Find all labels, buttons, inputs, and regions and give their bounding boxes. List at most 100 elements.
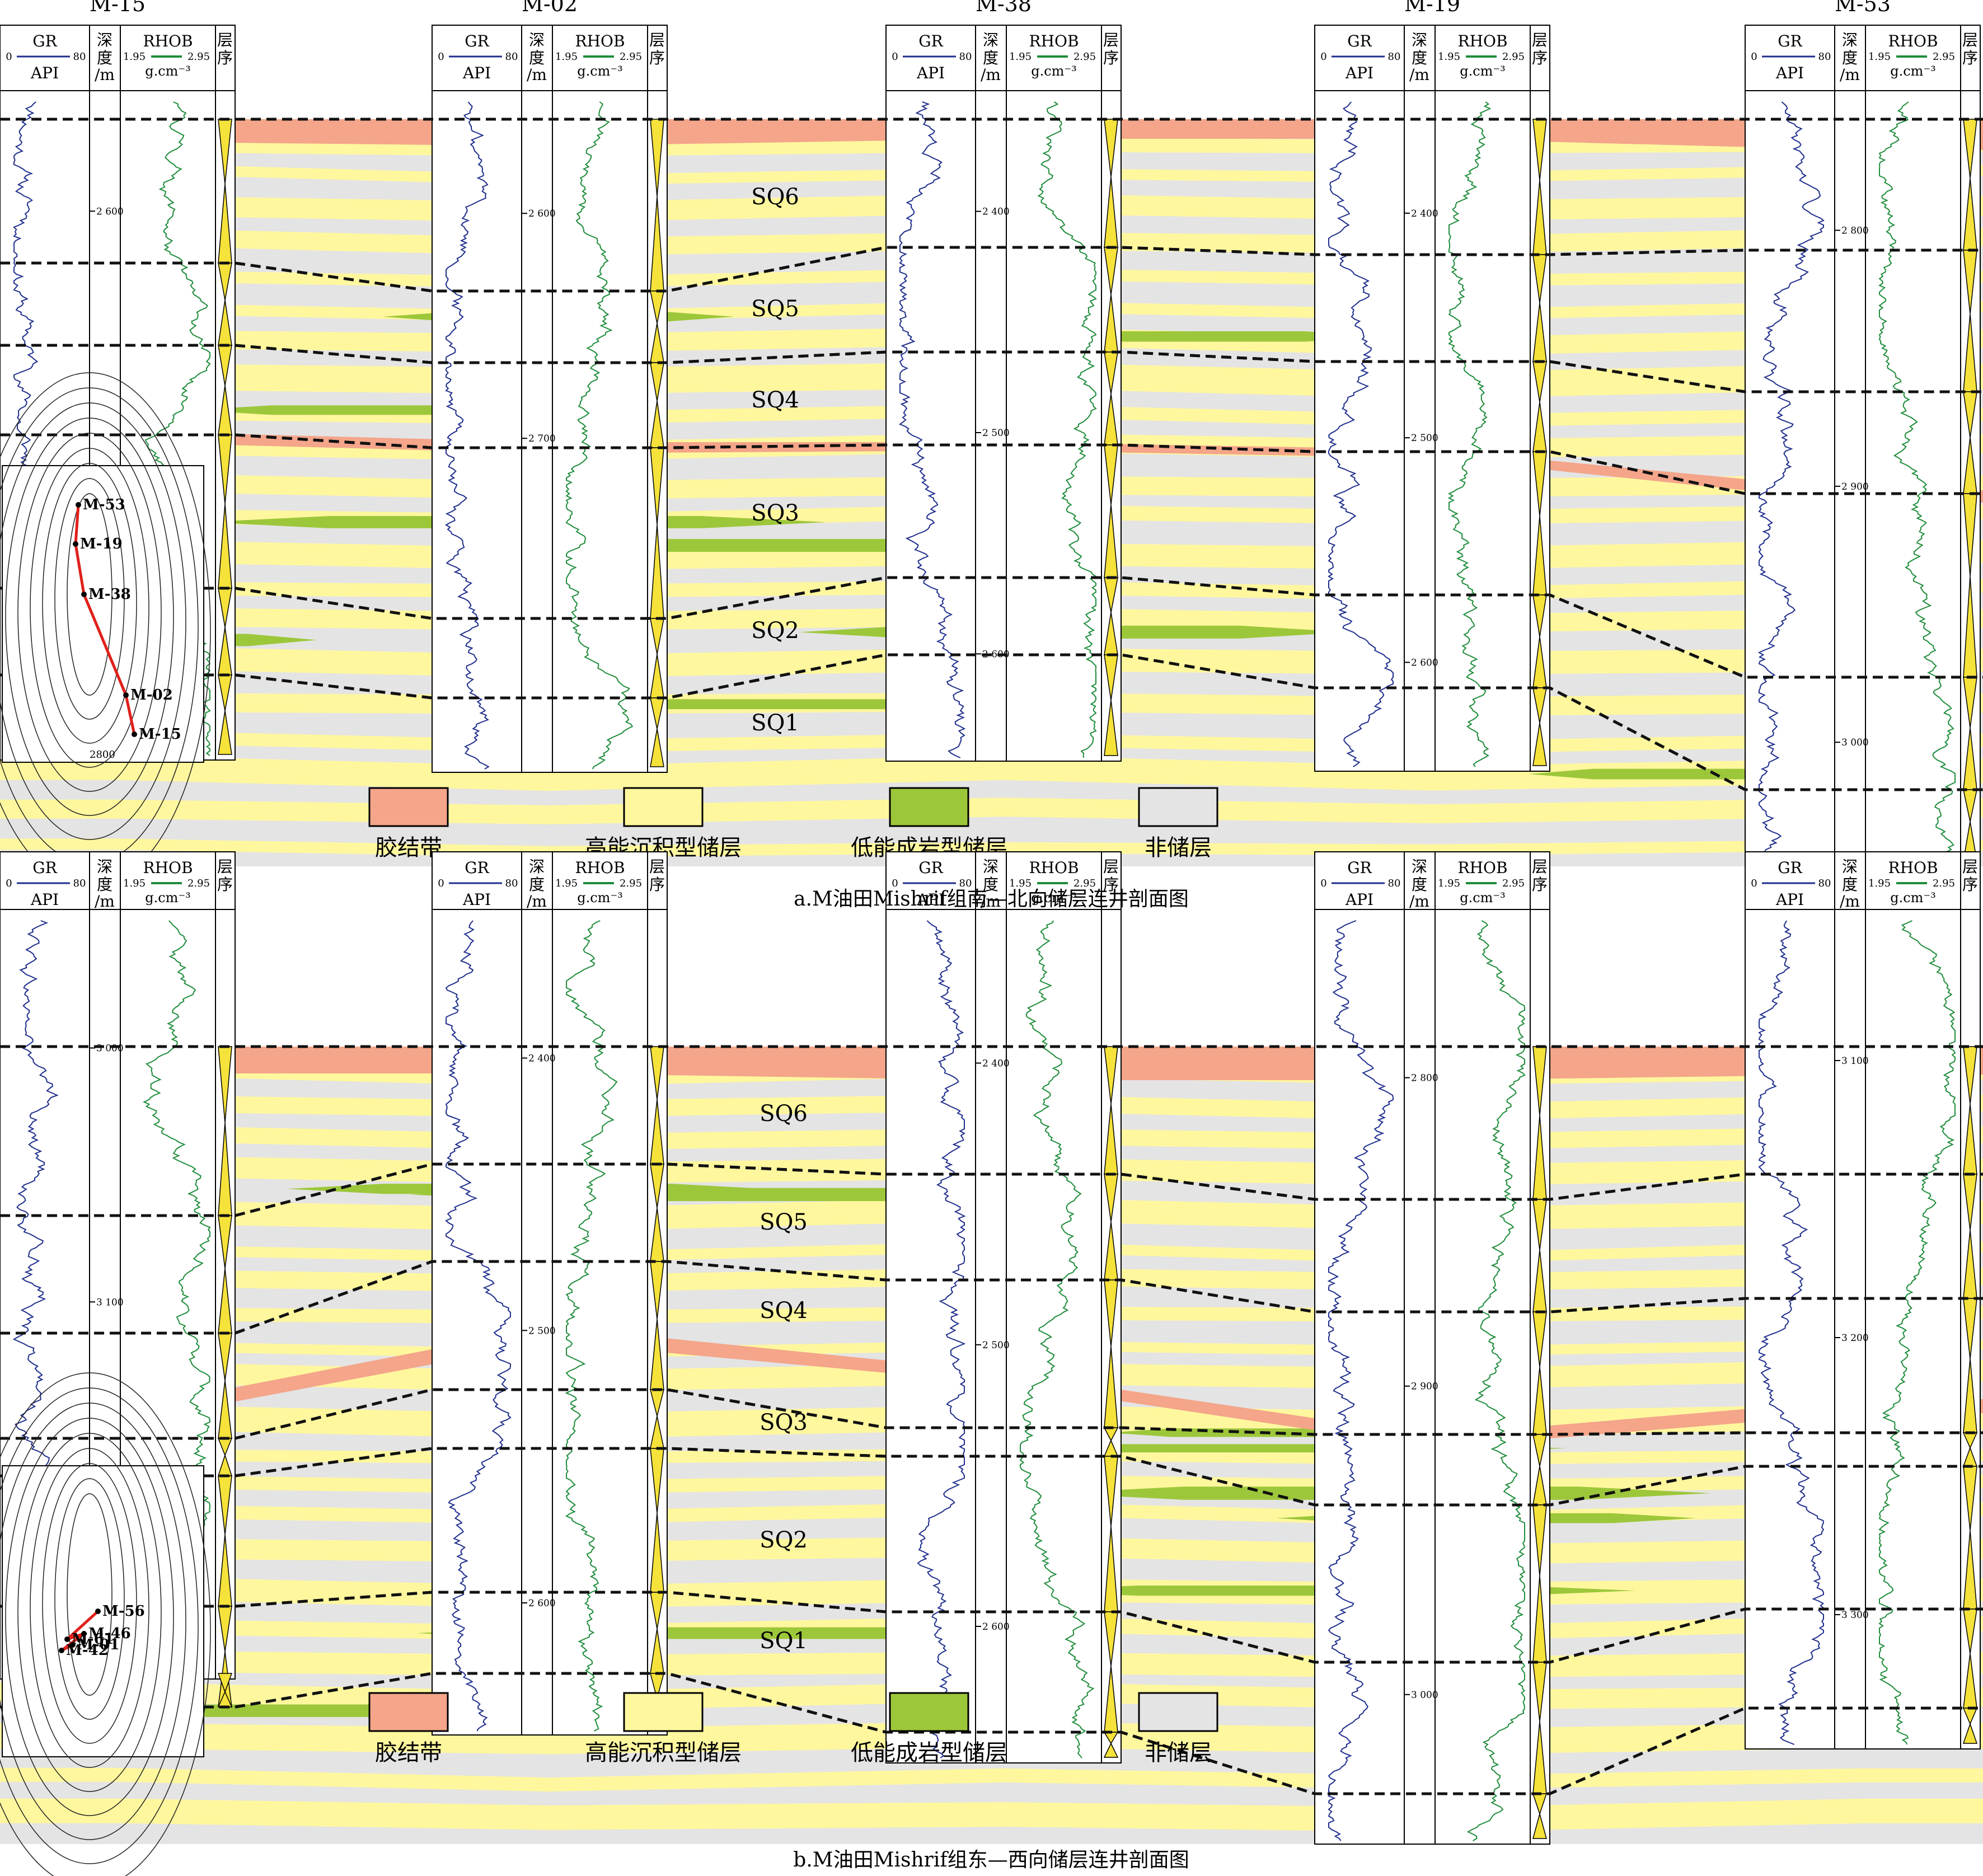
track-header xyxy=(1314,851,1550,910)
sequence-boundary xyxy=(0,1260,1983,1335)
gr-min: 0 xyxy=(1751,878,1757,889)
rhob-curve xyxy=(1019,920,1095,1758)
sequence-triangle-down xyxy=(1963,1298,1977,1359)
sequence-triangle-down xyxy=(650,1046,664,1100)
well-marker xyxy=(81,592,87,597)
sequence-triangle-down xyxy=(1104,1611,1118,1666)
contour-line xyxy=(30,448,149,768)
depth-value: 2 500 xyxy=(982,428,1010,439)
rhob-min: 1.95 xyxy=(1868,51,1891,63)
legend-swatch xyxy=(1138,787,1218,827)
sequence-triangle-down xyxy=(1104,1279,1118,1347)
sequence-label: 层 xyxy=(1962,31,1978,49)
sequence-name: SQ4 xyxy=(751,387,799,413)
contour-line xyxy=(17,433,162,792)
sequence-name: SQ2 xyxy=(760,1527,808,1553)
rhob-min: 1.95 xyxy=(1009,878,1032,889)
sequence-boundary xyxy=(0,1162,1983,1217)
rhob-curve xyxy=(1878,920,1956,1745)
depth-value: 2 500 xyxy=(982,1340,1010,1351)
sequence-triangle-down xyxy=(1963,119,1977,179)
sequence-label: 层 xyxy=(217,857,233,876)
contour-line xyxy=(5,418,174,816)
sequence-name: SQ1 xyxy=(751,710,799,736)
depth-unit: /m xyxy=(1840,65,1860,84)
sequence-label: 序 xyxy=(217,49,233,67)
rhob-min: 1.95 xyxy=(555,878,578,889)
sequence-label: 序 xyxy=(1103,875,1119,894)
sequence-label: 层 xyxy=(649,857,665,876)
depth-value: 3 300 xyxy=(1841,1610,1869,1621)
legend-label: 低能成岩型储层 xyxy=(851,1740,1007,1766)
well-marker-label: M-02 xyxy=(130,687,173,704)
well-marker-label: M-61 xyxy=(72,1631,114,1648)
legend-label: 非储层 xyxy=(1145,835,1212,861)
depth-value: 2 600 xyxy=(982,1621,1010,1633)
gr-label: GR xyxy=(1347,859,1372,877)
depth-label: 度 xyxy=(1842,49,1858,67)
depth-unit: /m xyxy=(1840,892,1860,911)
sequence-triangle-down xyxy=(1963,391,1977,438)
rhob-label: RHOB xyxy=(143,859,193,877)
sequence-label: 序 xyxy=(1962,875,1978,894)
sequence-triangle-down xyxy=(1532,594,1547,637)
sequence-label: 层 xyxy=(1103,857,1119,876)
rhob-max: 2.95 xyxy=(1073,878,1096,889)
depth-label: 深 xyxy=(529,31,545,49)
sequence-triangle-down xyxy=(1104,351,1118,394)
contour-line xyxy=(54,1478,125,1720)
track-header xyxy=(885,851,1122,910)
depth-value: 2 600 xyxy=(528,208,556,219)
rhob-max: 2.95 xyxy=(1073,51,1096,63)
rhob-label: RHOB xyxy=(1457,859,1507,877)
gr-label: GR xyxy=(32,859,57,877)
panel-a-caption: a.M油田Mishrif组南—北向储层连井剖面图 xyxy=(794,888,1189,911)
sequence-triangle-down xyxy=(1532,1434,1547,1466)
gr-min: 0 xyxy=(1320,51,1326,63)
depth-label: 深 xyxy=(1412,31,1427,49)
rhob-unit: g.cm⁻³ xyxy=(145,890,190,906)
sequence-boundary xyxy=(0,653,1983,791)
track-header xyxy=(432,851,668,910)
depth-value: 3 000 xyxy=(96,1043,124,1054)
depth-label: 深 xyxy=(1412,857,1427,876)
well-name: M-53 xyxy=(1835,0,1891,16)
track-header xyxy=(1745,851,1981,910)
depth-value: 3 000 xyxy=(1411,1690,1438,1701)
gr-unit: API xyxy=(1775,64,1804,82)
contour-line xyxy=(0,1403,186,1840)
log-body xyxy=(885,90,1122,762)
gr-min: 0 xyxy=(6,878,12,889)
sequence-triangle-down xyxy=(1963,1608,1977,1654)
gr-label: GR xyxy=(465,32,489,50)
sequence-name: SQ4 xyxy=(760,1298,808,1324)
sequence-triangle-up xyxy=(218,710,232,755)
well-marker xyxy=(76,502,81,508)
rhob-max: 2.95 xyxy=(187,878,210,889)
depth-value: 3 200 xyxy=(1841,1333,1869,1344)
sequence-label: 层 xyxy=(1532,857,1548,876)
gr-unit: API xyxy=(916,890,945,909)
gr-curve xyxy=(898,101,966,758)
contour-line xyxy=(0,1387,199,1864)
depth-value: 3 000 xyxy=(1841,737,1869,748)
sequence-label: 序 xyxy=(217,875,233,894)
sequence-name: SQ2 xyxy=(751,618,799,644)
rhob-label: RHOB xyxy=(143,32,193,50)
depth-value: 2 500 xyxy=(1411,433,1438,444)
legend-swatch xyxy=(368,1692,449,1732)
depth-label: 深 xyxy=(1842,31,1858,49)
sequence-name: SQ6 xyxy=(760,1101,808,1127)
sequence-triangle-up xyxy=(1103,1742,1119,1758)
legend-swatch xyxy=(368,787,449,827)
depth-unit: /m xyxy=(527,65,547,84)
log-body xyxy=(1745,909,1981,1750)
depth-label: 深 xyxy=(983,31,998,49)
contour-line xyxy=(67,1493,112,1696)
sequence-triangle-down xyxy=(1532,687,1547,723)
gr-unit: API xyxy=(1345,890,1373,909)
well-marker xyxy=(64,1636,70,1642)
high-energy-reservoir-band xyxy=(0,755,1983,791)
